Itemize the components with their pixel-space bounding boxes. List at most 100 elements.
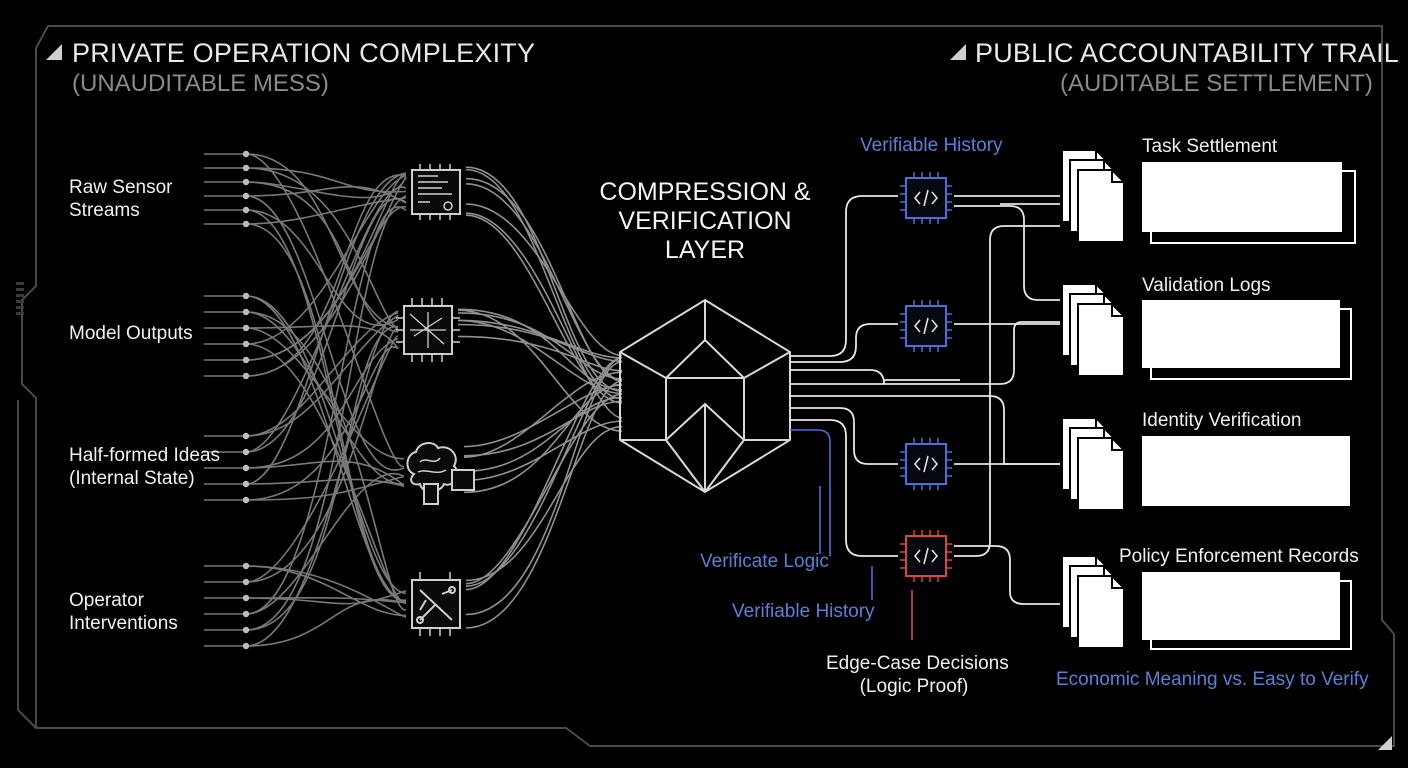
input-wire: [245, 346, 399, 501]
cube-wire: [463, 371, 623, 458]
cube-wire: [465, 168, 623, 400]
connector-dot: [242, 480, 250, 488]
cube-wire: [457, 309, 623, 432]
chip-icon-operator: [411, 572, 461, 636]
input-wire: [245, 335, 399, 583]
connector-dot: [242, 448, 250, 456]
output-box-identity-verification: [1142, 436, 1350, 506]
document-fold: [1111, 304, 1124, 317]
output-wires: [790, 195, 1060, 605]
cube-wire: [465, 357, 623, 587]
document-stack-icon: [1061, 417, 1125, 511]
connector-dot: [242, 594, 250, 602]
connector-dot: [242, 308, 250, 316]
input-wire: [245, 167, 399, 331]
input-wire: [245, 205, 407, 361]
code-glyph: [913, 547, 939, 565]
document-fold: [1111, 438, 1124, 451]
input-wire: [245, 327, 405, 460]
input-wire: [245, 295, 407, 603]
connector-dot: [242, 340, 250, 348]
cube-wire: [457, 312, 623, 380]
input-wire: [245, 209, 407, 601]
connector-dot: [242, 292, 250, 300]
cube-wire: [463, 396, 623, 473]
connector-dot: [242, 642, 250, 650]
output-box-validation-logs: [1142, 300, 1340, 368]
cube-wire: [463, 383, 623, 494]
cube-wire: [465, 212, 623, 419]
verifiable-history-bottom-label: Verifiable History: [732, 601, 875, 622]
code-glyph: [913, 455, 939, 473]
input-wire: [245, 311, 399, 437]
connector-dot: [242, 220, 250, 228]
brain-icon: [406, 442, 475, 505]
document-page: [1077, 437, 1125, 511]
cube-wire: [465, 425, 623, 582]
document-stack-icon: [1061, 149, 1125, 243]
output-box-policy-enforcement: [1142, 572, 1340, 640]
connector-dot: [242, 192, 250, 200]
input-label-ideas: Half-formed Ideas (Internal State): [69, 444, 220, 490]
input-wires: [204, 153, 407, 647]
input-wire: [245, 589, 407, 605]
connector-dot: [242, 496, 250, 504]
verifier-chip-icon: [900, 438, 952, 490]
input-label-line: Raw Sensor: [69, 177, 173, 198]
cube-wire: [465, 393, 623, 585]
cube-wire: [463, 400, 623, 457]
edge-case-label: Edge-Case Decisions (Logic Proof): [826, 652, 1009, 698]
outer-frame: [17, 25, 1395, 747]
connector-dot: [242, 578, 250, 586]
verifier-chip-icon: [900, 300, 952, 352]
right-header-subtitle: (AUDITABLE SETTLEMENT): [1060, 70, 1373, 97]
input-wire: [245, 153, 399, 329]
header-triangle-icons: [46, 44, 1392, 750]
input-wire: [245, 195, 407, 631]
left-header-subtitle: (UNAUDITABLE MESS): [72, 70, 329, 97]
input-wire: [245, 310, 399, 647]
document-stack-icon: [1061, 283, 1125, 377]
input-wire: [245, 326, 399, 583]
verificate-logic-label: Verificate Logic: [700, 551, 829, 572]
input-wire: [245, 186, 407, 453]
cube-wire: [463, 420, 623, 482]
footer-caption: Economic Meaning vs. Easy to Verify: [1056, 669, 1369, 690]
output-label-validation-logs: Validation Logs: [1142, 275, 1271, 296]
input-label-operator: Operator Interventions: [69, 589, 178, 635]
document-fold: [1111, 170, 1124, 183]
connector-dot: [242, 626, 250, 634]
right-header-title: PUBLIC ACCOUNTABILITY TRAIL: [975, 38, 1400, 68]
input-label-line: Interventions: [69, 613, 178, 634]
cube-wire: [457, 308, 623, 391]
input-connector-dots: [242, 150, 250, 650]
document-page: [1077, 169, 1125, 243]
cube-wire: [457, 323, 623, 362]
input-label-line: (Internal State): [69, 468, 195, 489]
compression-cube-icon: [619, 298, 791, 494]
left-header-title: PRIVATE OPERATION COMPLEXITY: [72, 38, 536, 68]
verifier-chips: [900, 172, 952, 582]
edge-case-line: Edge-Case Decisions: [826, 653, 1009, 674]
edge-case-line: (Logic Proof): [859, 676, 969, 697]
input-wire: [245, 475, 405, 501]
input-wire: [245, 472, 405, 615]
connector-dot: [242, 178, 250, 186]
input-wire: [245, 186, 407, 204]
document-page: [1077, 575, 1125, 649]
connector-dot: [242, 464, 250, 472]
cube-wire: [465, 380, 623, 629]
input-label-line: Model Outputs: [69, 323, 193, 344]
document-stack-icon: [1061, 555, 1125, 649]
input-label-line: Operator: [69, 590, 144, 611]
input-wire: [245, 177, 407, 377]
connector-dot: [242, 432, 250, 440]
cube-wire: [457, 319, 623, 359]
input-wire: [245, 598, 407, 647]
code-glyph: [913, 189, 939, 207]
connector-dot: [242, 206, 250, 214]
verifiable-history-top-label: Verifiable History: [860, 135, 1003, 156]
input-wire: [245, 195, 405, 471]
center-title-line: COMPRESSION &: [599, 178, 811, 206]
